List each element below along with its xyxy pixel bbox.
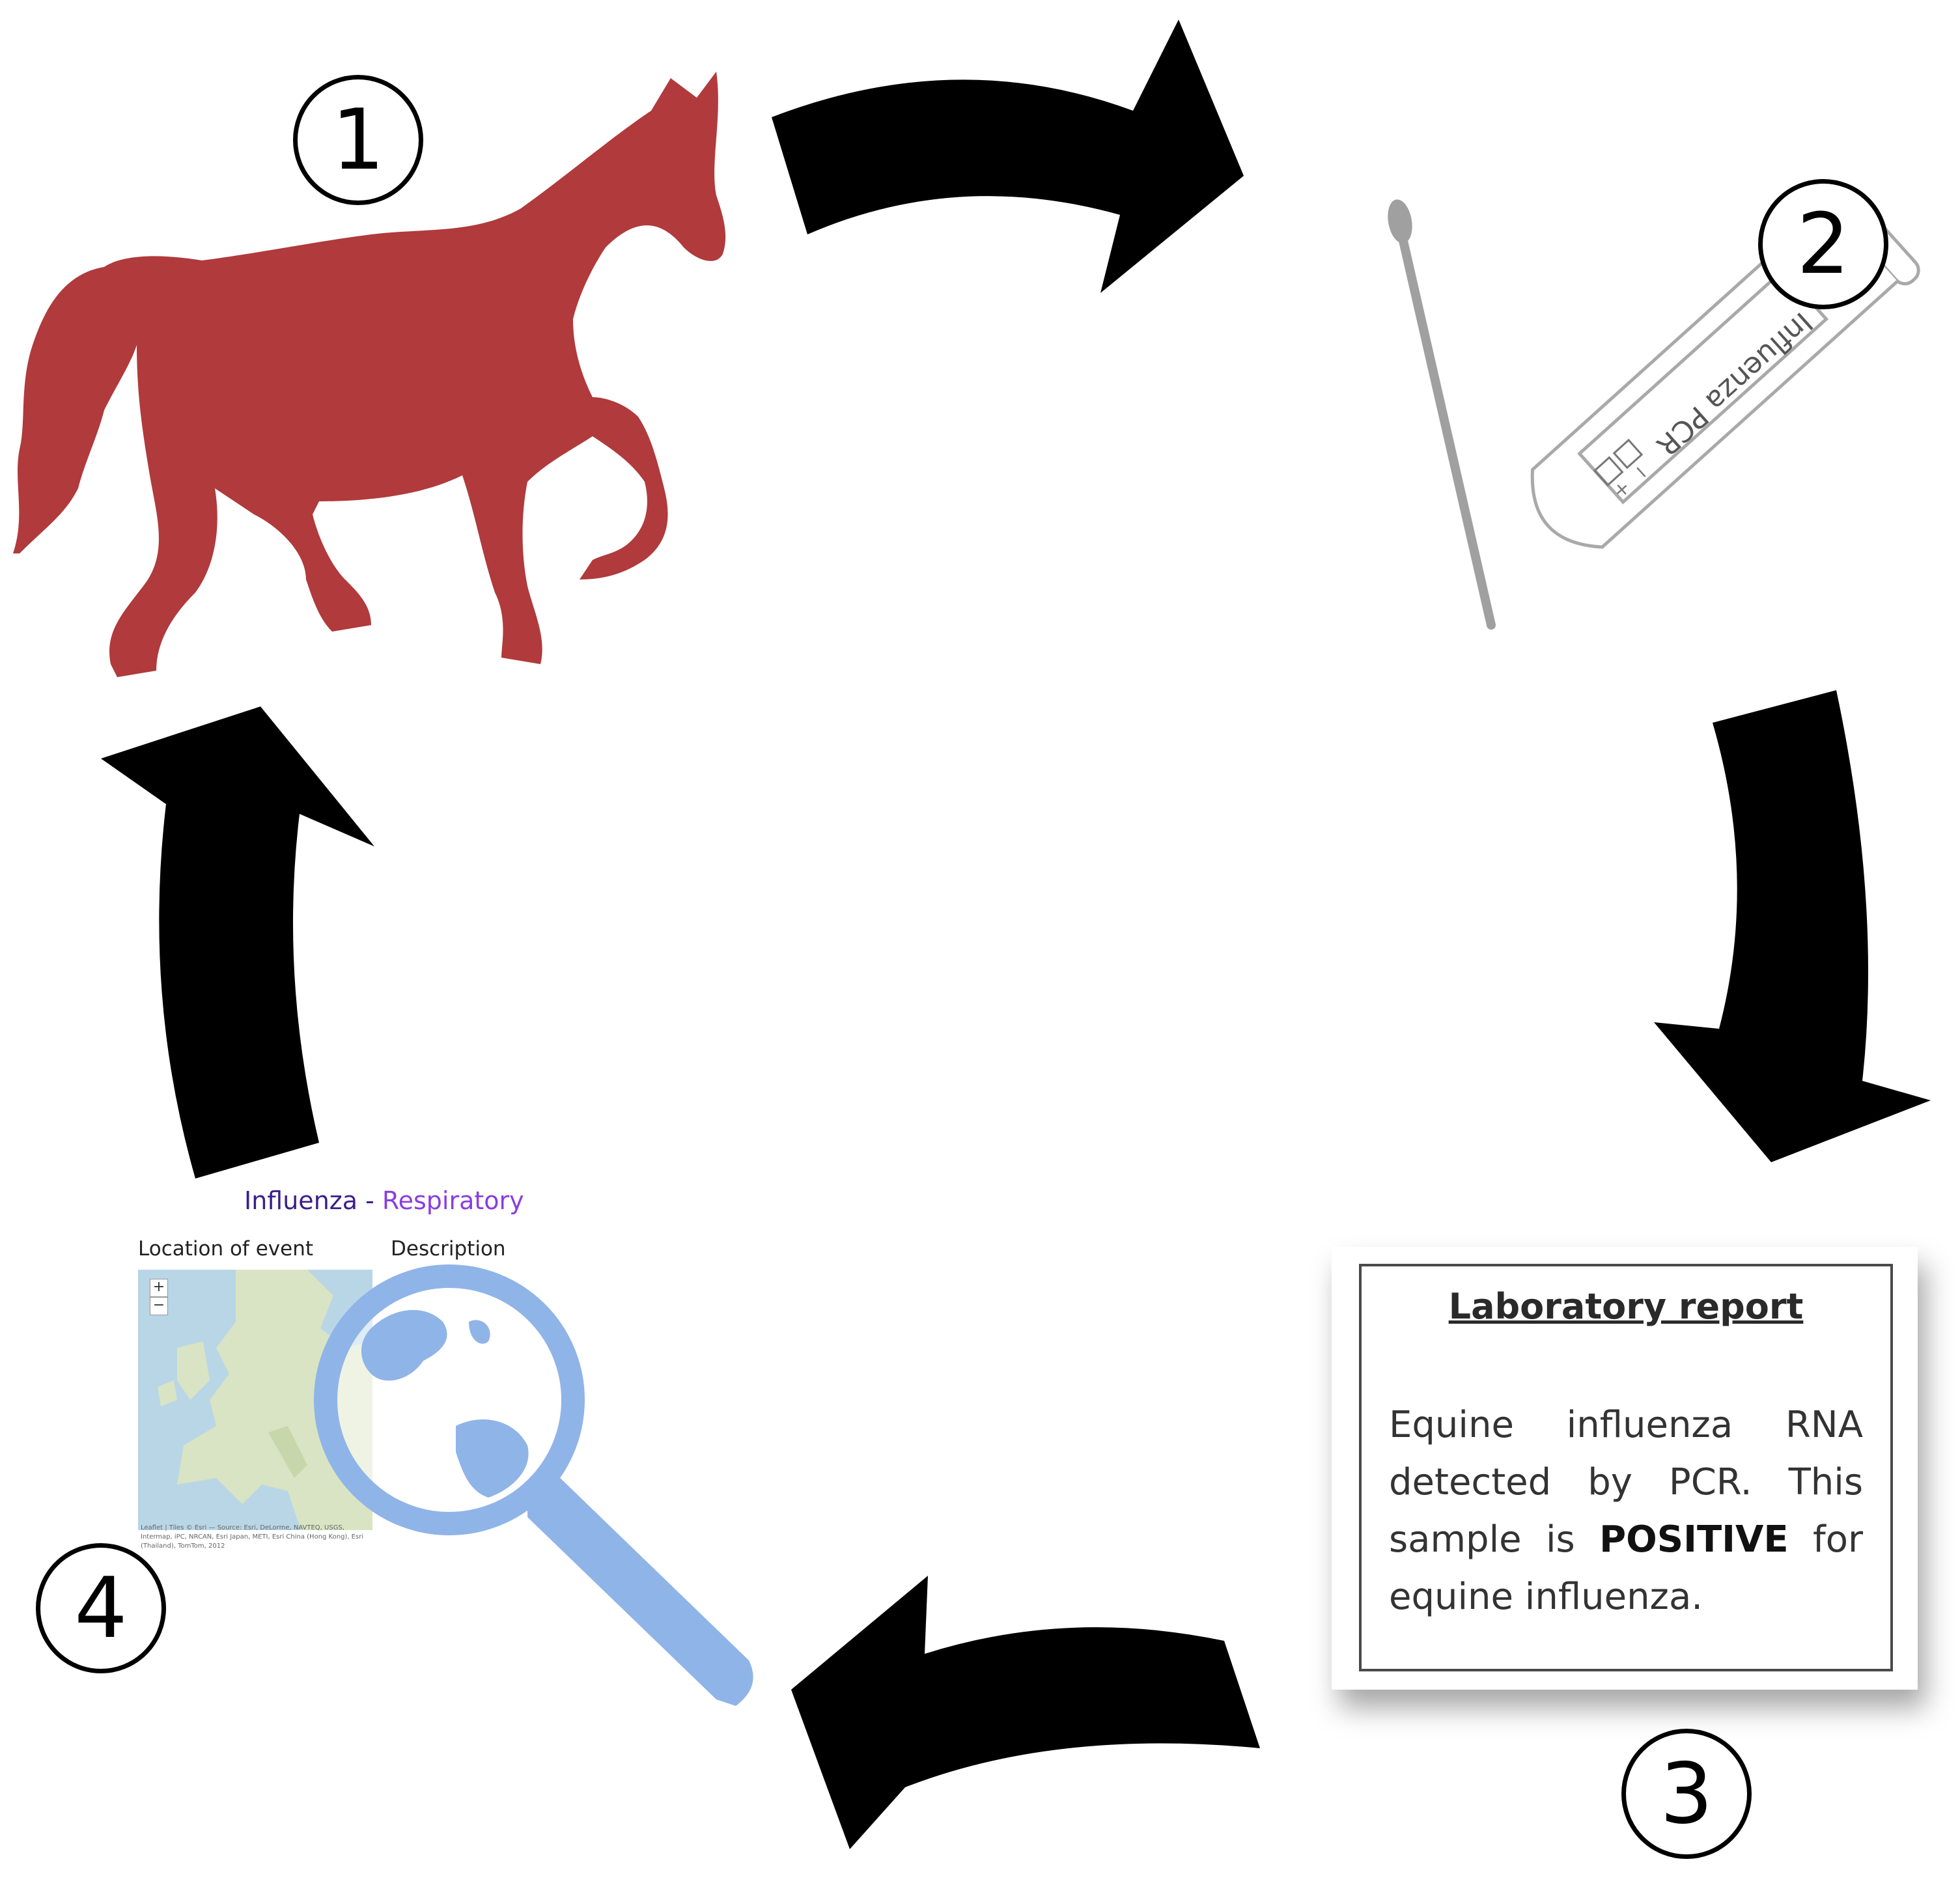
- report-body-pre: Equine influenza RNA detected by PCR. Th…: [1389, 1404, 1863, 1561]
- globe-icon: [361, 1309, 529, 1498]
- map-zoom-out[interactable]: −: [150, 1297, 168, 1315]
- horse-icon: [13, 72, 726, 677]
- alert-title-separator: -: [357, 1186, 382, 1215]
- report-body: Equine influenza RNA detected by PCR. Th…: [1389, 1397, 1863, 1626]
- arrow-report-to-alert: [791, 1576, 1260, 1849]
- step-number-4: 4: [36, 1543, 166, 1673]
- disease-alert-record: Influenza - Respiratory Location of even…: [130, 1179, 560, 1569]
- alert-title-disease: Influenza: [244, 1186, 358, 1215]
- magnifier-icon: [314, 1264, 753, 1706]
- alert-title-syndrome: Respiratory: [382, 1186, 524, 1215]
- description-label: Description: [391, 1237, 506, 1261]
- report-result: POSITIVE: [1599, 1518, 1789, 1561]
- swab-icon: [1388, 199, 1496, 630]
- arrow-sample-to-report: [1654, 690, 1931, 1162]
- arrow-alert-to-horse: [101, 706, 374, 1179]
- alert-title: Influenza - Respiratory: [244, 1186, 524, 1215]
- location-of-event-label: Location of event: [138, 1237, 313, 1261]
- map-attribution: Leaflet | Tiles © Esri — Source: Esri, D…: [141, 1524, 364, 1550]
- map-land: [158, 1270, 372, 1530]
- arrow-horse-to-sample: [772, 20, 1244, 293]
- step-number-1: 1: [293, 75, 423, 205]
- step-number-2: 2: [1758, 179, 1888, 309]
- report-body-post: for equine influenza.: [1389, 1518, 1863, 1618]
- step-number-3: 3: [1621, 1729, 1752, 1859]
- laboratory-report-card: Laboratory report Equine influenza RNA d…: [1332, 1247, 1918, 1690]
- laboratory-report-frame: Laboratory report Equine influenza RNA d…: [1359, 1264, 1893, 1671]
- report-title: Laboratory report: [1448, 1286, 1804, 1327]
- event-map[interactable]: + −: [138, 1270, 372, 1530]
- map-zoom-in[interactable]: +: [150, 1279, 168, 1297]
